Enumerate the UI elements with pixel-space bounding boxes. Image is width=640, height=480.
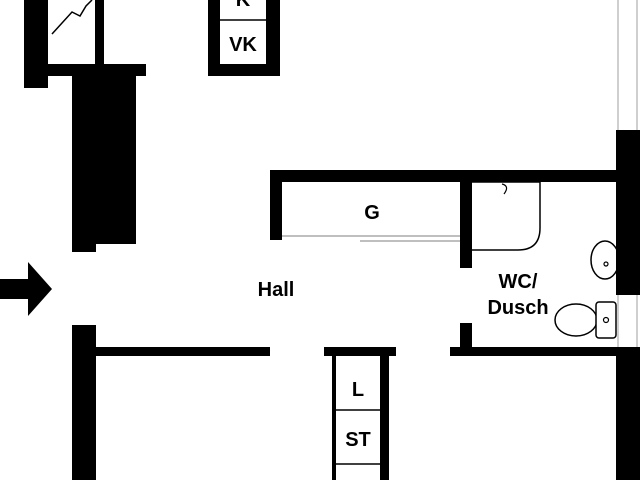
wc-shower-room: WC/ Dusch bbox=[450, 181, 640, 356]
chimney-block bbox=[72, 76, 136, 252]
wall-segment bbox=[616, 347, 640, 480]
wall-segment bbox=[24, 64, 146, 76]
wall-segment bbox=[266, 0, 280, 76]
wardrobe-g: G bbox=[270, 170, 616, 268]
shower-head-icon bbox=[501, 183, 508, 195]
wall-segment bbox=[72, 88, 96, 252]
wall-segment bbox=[324, 347, 396, 356]
shower-icon bbox=[472, 181, 541, 251]
wall-segment bbox=[270, 170, 282, 240]
wall-segment bbox=[208, 0, 220, 76]
toilet-icon bbox=[554, 301, 617, 339]
sink-icon bbox=[590, 240, 620, 280]
wall-segment bbox=[616, 130, 640, 295]
sliding-door-track bbox=[282, 235, 460, 237]
room-label-wc: WC/ bbox=[499, 271, 538, 293]
room-label-k: K bbox=[236, 0, 251, 11]
wall-segment bbox=[208, 64, 280, 76]
wall-segment bbox=[380, 347, 389, 480]
room-label-st: ST bbox=[345, 429, 371, 451]
room-label-vk: VK bbox=[229, 34, 257, 56]
wall-segment bbox=[332, 347, 336, 480]
arrow-right-icon bbox=[0, 262, 52, 316]
kitchen-closets: K VK bbox=[208, 0, 280, 76]
wall-segment bbox=[95, 0, 104, 68]
exterior-wall-right bbox=[616, 0, 640, 480]
room-label-hall: Hall bbox=[258, 279, 295, 301]
exterior-wall-left bbox=[72, 325, 96, 480]
wall-segment bbox=[450, 347, 640, 356]
stair-closet bbox=[24, 0, 146, 88]
room-label-g: G bbox=[364, 202, 380, 224]
wall-segment bbox=[460, 182, 472, 268]
window bbox=[617, 0, 638, 130]
room-label-l: L bbox=[352, 379, 364, 401]
stair-icon bbox=[51, 0, 93, 35]
room-label-dusch: Dusch bbox=[487, 297, 548, 319]
pantry-closets: L ST bbox=[96, 347, 396, 480]
window bbox=[617, 295, 638, 347]
sliding-door-track bbox=[360, 240, 460, 242]
wall-segment bbox=[270, 170, 616, 182]
wall-segment bbox=[96, 347, 270, 356]
